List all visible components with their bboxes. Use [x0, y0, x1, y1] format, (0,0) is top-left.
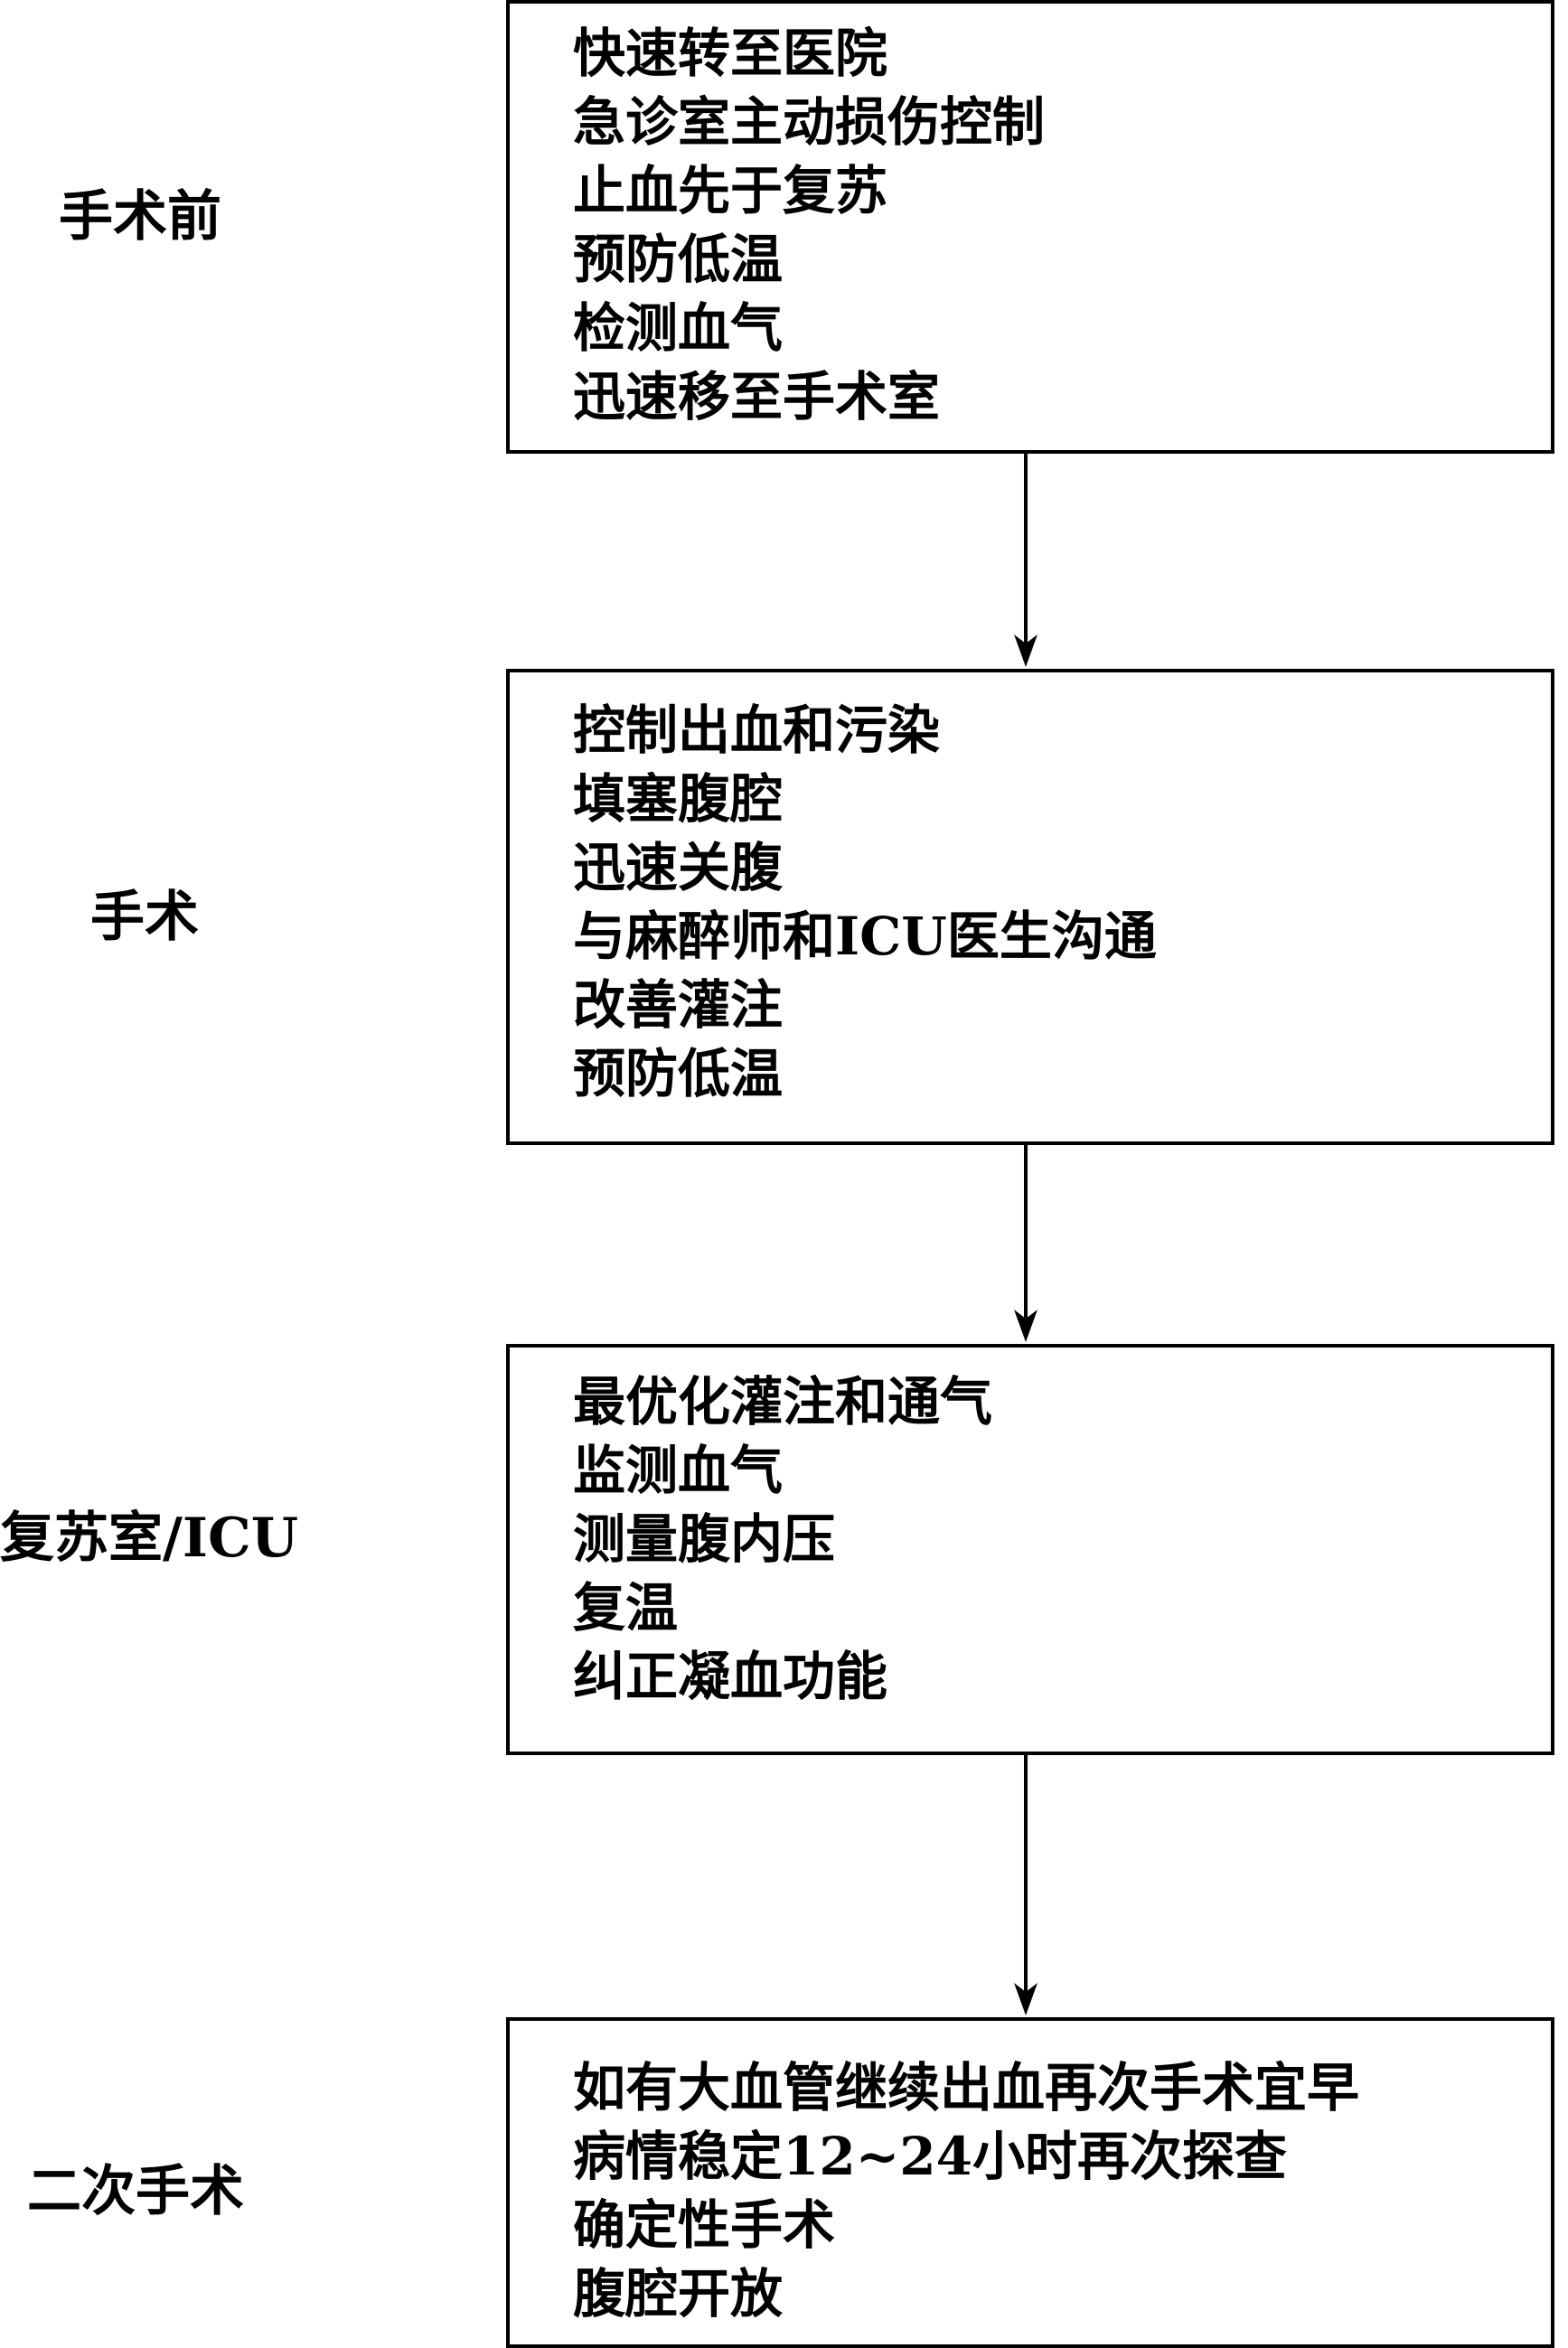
step-line: 如有大血管继续出血再次手术宜早: [573, 2057, 1360, 2118]
step-line: 与麻醉师和ICU医生沟通: [573, 906, 1157, 967]
step-line: 测量腹内压: [573, 1508, 836, 1570]
step-line: 控制出血和污染: [573, 700, 941, 761]
step-line: 复温: [573, 1577, 679, 1639]
step-line: 迅速关腹: [573, 837, 784, 898]
step-line: 预防低温: [573, 229, 784, 290]
step-line: 改善灌注: [573, 974, 784, 1036]
stage-label-reoperation: 二次手术: [27, 2160, 244, 2223]
step-line: 急诊室主动损伤控制: [573, 91, 1046, 153]
step-box-surgery: 控制出血和污染 填塞腹腔 迅速关腹 与麻醉师和ICU医生沟通 改善灌注 预防低温: [506, 669, 1554, 1145]
step-line: 纠正凝血功能: [573, 1646, 888, 1707]
stage-label-preoperative: 手术前: [59, 185, 221, 249]
step-line: 预防低温: [573, 1043, 784, 1104]
arrow-recovery-to-reoperation: [1012, 1755, 1039, 2017]
step-line: 确定性手术: [573, 2194, 836, 2256]
step-line: 病情稳定12~24小时再次探查: [573, 2126, 1288, 2187]
step-line: 止血先于复苏: [573, 160, 888, 221]
arrow-surgery-to-recovery: [1012, 1145, 1039, 1344]
step-box-recovery-icu: 最优化灌注和通气 监测血气 测量腹内压 复温 纠正凝血功能: [506, 1344, 1554, 1755]
arrow-preoperative-to-surgery: [1012, 454, 1039, 669]
step-line: 最优化灌注和通气: [573, 1371, 993, 1432]
step-line: 检测血气: [573, 297, 784, 359]
step-box-preoperative: 快速转至医院 急诊室主动损伤控制 止血先于复苏 预防低温 检测血气 迅速移至手术…: [506, 0, 1554, 454]
step-line: 迅速移至手术室: [573, 366, 941, 427]
step-line: 监测血气: [573, 1440, 784, 1501]
stage-label-surgery: 手术: [90, 886, 199, 949]
step-line: 填塞腹腔: [573, 768, 784, 830]
stage-label-recovery-icu: 复苏室/ICU: [0, 1507, 299, 1570]
step-line: 快速转至医院: [573, 23, 888, 84]
step-line: 腹腔开放: [573, 2263, 784, 2325]
step-box-reoperation: 如有大血管继续出血再次手术宜早 病情稳定12~24小时再次探查 确定性手术 腹腔…: [506, 2017, 1554, 2348]
